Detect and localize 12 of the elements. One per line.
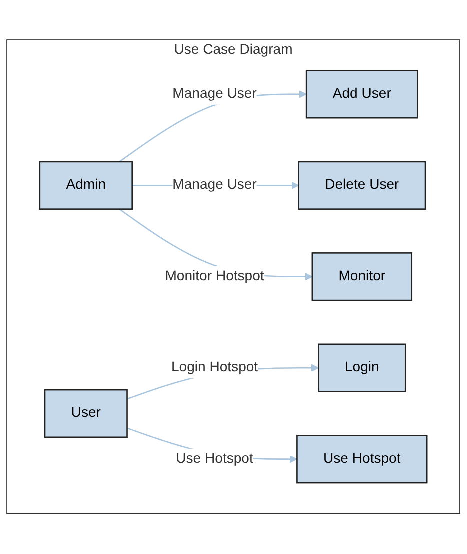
node-box: User [44, 390, 128, 438]
node-box: Use Hotspot [296, 435, 428, 484]
node-box: Delete User [298, 161, 426, 210]
edge-label: Manage User [172, 178, 257, 193]
node-box: Monitor [312, 252, 413, 302]
edge-label: Manage User [172, 86, 257, 102]
node-box: Login [318, 344, 406, 393]
edge-label: Login Hotspot [171, 360, 258, 376]
node-box: Add User [306, 70, 418, 119]
edge-label: Use Hotspot [176, 452, 254, 466]
edge-label: Monitor Hotspot [165, 269, 264, 284]
node-box: Admin [39, 161, 133, 210]
